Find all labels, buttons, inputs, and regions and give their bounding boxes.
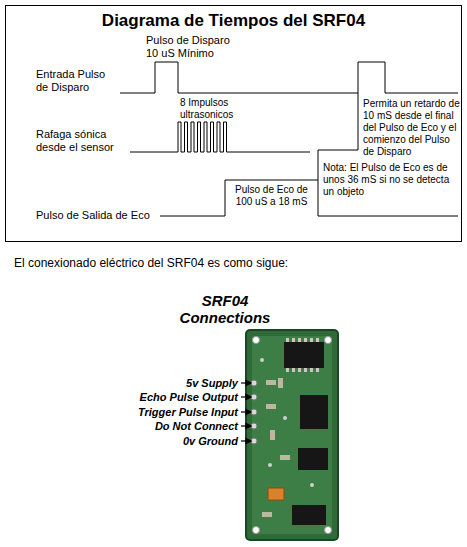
pin-name: Echo Pulse Output <box>108 390 238 404</box>
trigger-signal <box>120 62 458 93</box>
pin-name: 5v Supply <box>108 376 238 390</box>
board-heading: SRF04 Connections <box>170 292 280 326</box>
diagram-title: Diagrama de Tiempos del SRF04 <box>10 11 457 31</box>
body-text: El conexionado eléctrico del SRF04 es co… <box>14 256 454 271</box>
pin-leader-arrows <box>241 381 251 444</box>
pin-name: Trigger Pulse Input <box>108 405 238 419</box>
pulse-note: Pulso de Eco de 100 uS a 18 mS <box>226 184 317 208</box>
pin-name: Do Not Connect <box>108 419 238 433</box>
diagram-frame <box>6 6 462 242</box>
timing-note: Permita un retardo de 10 mS desde el fin… <box>363 98 460 158</box>
signal-name: Entrada Pulso de Disparo <box>36 68 116 94</box>
echo-signal <box>160 180 458 216</box>
pulse-note: Pulso de Disparo 10 uS Mínimo <box>146 34 241 60</box>
signal-name: Rafaga sónica desde el sensor <box>36 128 126 154</box>
srf04-board <box>246 330 338 540</box>
timing-note: Nota: El Pulso de Eco es de unos 36 mS s… <box>323 162 453 198</box>
signal-name: Pulso de Salida de Eco <box>36 209 158 222</box>
sonic-burst-signal <box>130 122 310 152</box>
pulse-note: 8 Impulsos ultrasonicos <box>180 97 258 121</box>
pin-name: 0v Ground <box>108 434 238 448</box>
